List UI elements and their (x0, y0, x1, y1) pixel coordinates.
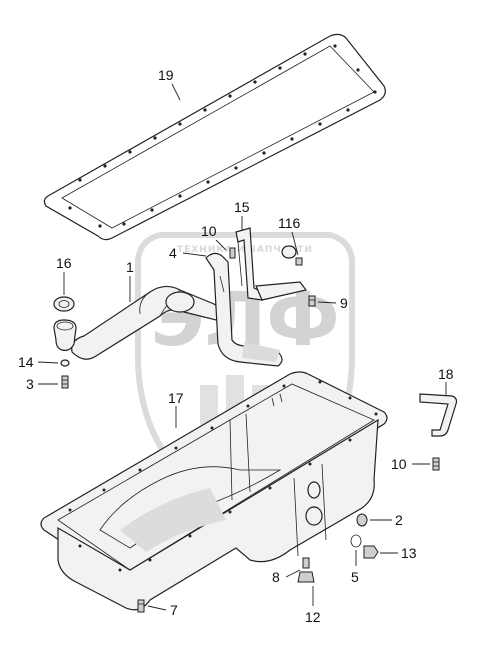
callout-15: 15 (234, 199, 250, 215)
callout-2: 2 (395, 512, 403, 528)
drain-plug-lower (297, 571, 315, 583)
support-bracket (419, 393, 458, 437)
callout-1: 1 (126, 259, 134, 275)
tube-adapter (53, 319, 77, 351)
bracket-bolt-lower (432, 457, 440, 471)
gasket-bolt-holes (68, 44, 377, 228)
suction-pipe-bracket (235, 227, 308, 301)
callout-9: 9 (340, 295, 348, 311)
washer (60, 359, 70, 367)
callout-3: 3 (26, 376, 34, 392)
callout-16: 16 (56, 255, 72, 271)
drain-plug (356, 513, 368, 527)
bracket-washer-and-nut (281, 245, 303, 266)
pan-bolt (137, 599, 145, 613)
callout-labels: 19 15 10 116 4 16 1 9 14 3 17 18 10 2 13… (18, 67, 454, 625)
callout-7: 7 (170, 602, 178, 618)
callout-8: 8 (272, 569, 280, 585)
callout-17: 17 (168, 390, 184, 406)
magnetic-plug (363, 545, 379, 559)
callout-19: 19 (158, 67, 174, 83)
oil-dipstick-tube (71, 285, 221, 360)
oil-suction-pipe (205, 252, 283, 367)
callout-4: 4 (169, 245, 177, 261)
callout-14: 14 (18, 354, 34, 370)
oil-pan (40, 371, 388, 611)
callout-12: 12 (305, 609, 321, 625)
pipe-bolt (308, 295, 316, 307)
bracket-bolt (229, 247, 236, 259)
seal-ring (53, 296, 75, 312)
leader-lines (37, 83, 447, 611)
oil-pan-gasket (43, 33, 386, 241)
callout-18: 18 (438, 366, 454, 382)
bolt (61, 375, 69, 389)
callout-116: 116 (278, 215, 301, 231)
oil-pan-bolt-holes (68, 380, 378, 572)
o-ring (350, 534, 362, 548)
stud (302, 557, 310, 569)
callout-10-lower: 10 (391, 456, 407, 472)
callout-10-upper: 10 (201, 223, 217, 239)
callout-5: 5 (351, 569, 359, 585)
callout-13: 13 (401, 545, 417, 561)
